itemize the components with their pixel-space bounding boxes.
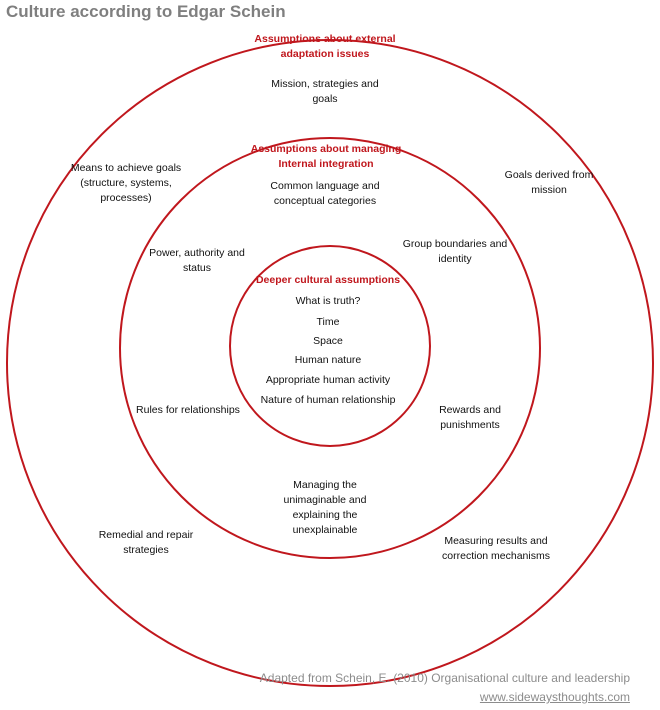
middle-item-rules: Rules for relationships bbox=[136, 404, 240, 416]
middle-item-boundaries: Group boundaries and identity bbox=[402, 238, 508, 265]
inner-ring bbox=[229, 245, 431, 447]
outer-ring bbox=[6, 39, 654, 687]
inner-item-space: Space bbox=[313, 335, 343, 347]
outer-item-means: Means to achieve goals (structure, syste… bbox=[70, 162, 182, 204]
outer-item-measuring: Measuring results and correction mechani… bbox=[442, 535, 550, 562]
inner-item-nature: Human nature bbox=[294, 354, 362, 366]
inner-item-time: Time bbox=[316, 316, 340, 328]
inner-item-activity: Appropriate human activity bbox=[265, 374, 391, 386]
page-title: Culture according to Edgar Schein bbox=[6, 2, 286, 21]
outer-layer-title: Assumptions about external adaptation is… bbox=[254, 33, 396, 60]
inner-item-truth: What is truth? bbox=[295, 295, 361, 307]
website-link[interactable]: www.sidewaysthoughts.com bbox=[479, 690, 630, 704]
middle-layer-title: Assumptions about managing Internal inte… bbox=[250, 143, 402, 170]
middle-item-language: Common language and conceptual categorie… bbox=[270, 180, 380, 207]
middle-item-unimaginable: Managing the unimaginable and explaining… bbox=[283, 479, 367, 536]
outer-item-remedial: Remedial and repair strategies bbox=[98, 529, 194, 556]
source-credit: Adapted from Schein, E. (2010) Organisat… bbox=[259, 671, 630, 685]
outer-item-goals: Goals derived from mission bbox=[504, 169, 594, 196]
outer-item-mission: Mission, strategies and goals bbox=[271, 78, 379, 105]
inner-layer-title: Deeper cultural assumptions bbox=[255, 274, 401, 286]
middle-ring bbox=[119, 137, 541, 559]
inner-item-relationship: Nature of human relationship bbox=[260, 394, 396, 406]
middle-item-rewards: Rewards and punishments bbox=[439, 404, 501, 431]
middle-item-power: Power, authority and status bbox=[149, 247, 245, 274]
